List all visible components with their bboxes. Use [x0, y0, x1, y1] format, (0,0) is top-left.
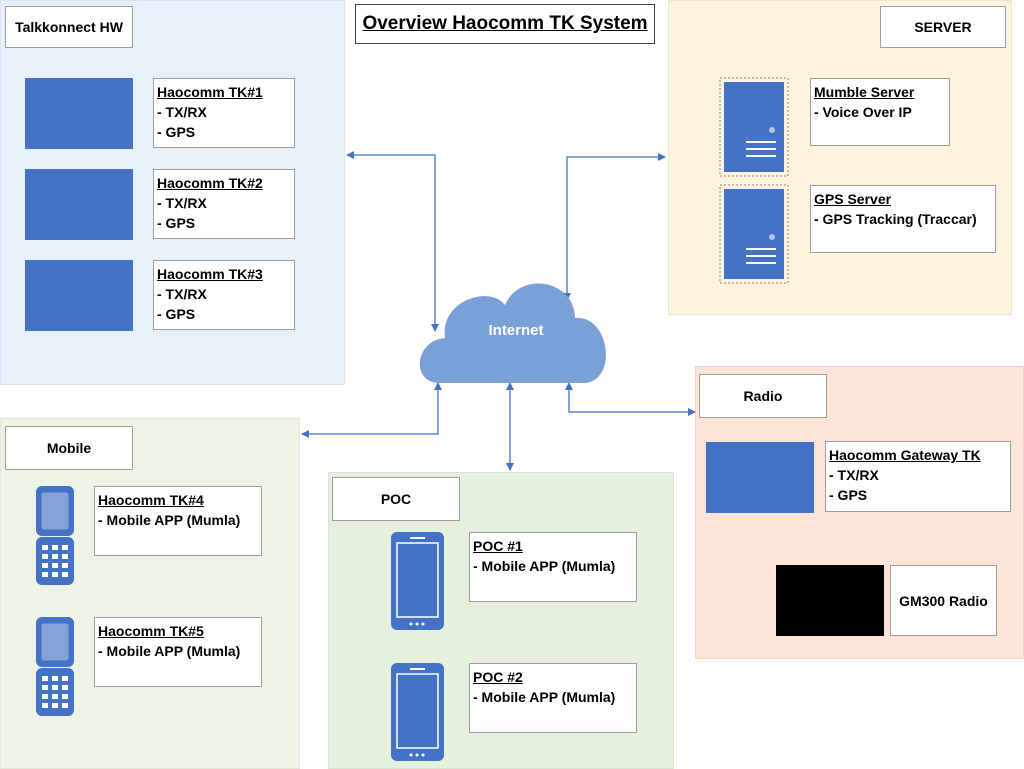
tk5-name: Haocomm TK#5 [98, 623, 204, 639]
tk3-card: Haocomm TK#3 - TX/RX - GPS [153, 260, 295, 330]
tk2-line-2: - GPS [157, 215, 196, 231]
internet-cloud-icon [419, 283, 606, 383]
mumble-server-line-1: - Voice Over IP [814, 104, 912, 120]
tk3-name: Haocomm TK#3 [157, 266, 263, 282]
tk1-name: Haocomm TK#1 [157, 84, 263, 100]
gps-server-card: GPS Server - GPS Tracking (Traccar) [810, 185, 996, 253]
tk2-name: Haocomm TK#2 [157, 175, 263, 191]
gm300-card: GM300 Radio [890, 565, 997, 636]
poc2-line-1: - Mobile APP (Mumla) [473, 689, 616, 705]
tk3-device-icon [25, 260, 133, 331]
internet-label: Internet [488, 322, 544, 339]
tk3-line-1: - TX/RX [157, 286, 207, 302]
tk4-phone-icon [36, 486, 74, 585]
poc-label: POC [332, 477, 460, 521]
tk1-device-icon [25, 78, 133, 149]
tk1-line-2: - GPS [157, 124, 196, 140]
diagram-title: Overview Haocomm TK System [355, 4, 655, 44]
talkkonnect-label: Talkkonnect HW [5, 6, 133, 48]
connector-radio [565, 382, 696, 416]
connector-mobile [301, 382, 442, 438]
tk5-line-1: - Mobile APP (Mumla) [98, 643, 241, 659]
server-label: SERVER [880, 6, 1006, 48]
gateway-device-icon [706, 442, 814, 513]
gateway-name: Haocomm Gateway TK [829, 447, 981, 463]
mumble-server-card: Mumble Server - Voice Over IP [810, 78, 950, 146]
gm300-name: GM300 Radio [899, 592, 988, 609]
poc2-phone-icon [391, 663, 444, 761]
tk2-device-icon [25, 169, 133, 240]
poc1-phone-icon [391, 532, 444, 630]
tk5-card: Haocomm TK#5 - Mobile APP (Mumla) [94, 617, 262, 687]
tk4-name: Haocomm TK#4 [98, 492, 204, 508]
poc1-line-1: - Mobile APP (Mumla) [473, 558, 616, 574]
poc1-name: POC #1 [473, 538, 523, 554]
radio-label: Radio [699, 374, 827, 418]
tk3-line-2: - GPS [157, 306, 196, 322]
tk1-line-1: - TX/RX [157, 104, 207, 120]
gps-server-name: GPS Server [814, 191, 892, 207]
gateway-line-1: - TX/RX [829, 467, 879, 483]
gps-server-line-1: - GPS Tracking (Traccar) [814, 211, 977, 227]
poc1-card: POC #1 - Mobile APP (Mumla) [469, 532, 637, 602]
gateway-line-2: - GPS [829, 487, 868, 503]
poc2-card: POC #2 - Mobile APP (Mumla) [469, 663, 637, 733]
tk5-phone-icon [36, 617, 74, 716]
mumble-server-icon [719, 77, 789, 177]
tk1-card: Haocomm TK#1 - TX/RX - GPS [153, 78, 295, 148]
tk2-card: Haocomm TK#2 - TX/RX - GPS [153, 169, 295, 239]
tk4-line-1: - Mobile APP (Mumla) [98, 512, 241, 528]
gateway-card: Haocomm Gateway TK - TX/RX - GPS [825, 441, 1011, 512]
gps-server-icon [719, 184, 789, 284]
gm300-radio-icon [776, 565, 884, 636]
mobile-label: Mobile [5, 426, 133, 470]
mumble-server-name: Mumble Server [814, 84, 915, 100]
poc2-name: POC #2 [473, 669, 523, 685]
tk2-line-1: - TX/RX [157, 195, 207, 211]
connector-talkkonnect [346, 151, 439, 332]
connector-server [563, 153, 666, 301]
tk4-card: Haocomm TK#4 - Mobile APP (Mumla) [94, 486, 262, 556]
